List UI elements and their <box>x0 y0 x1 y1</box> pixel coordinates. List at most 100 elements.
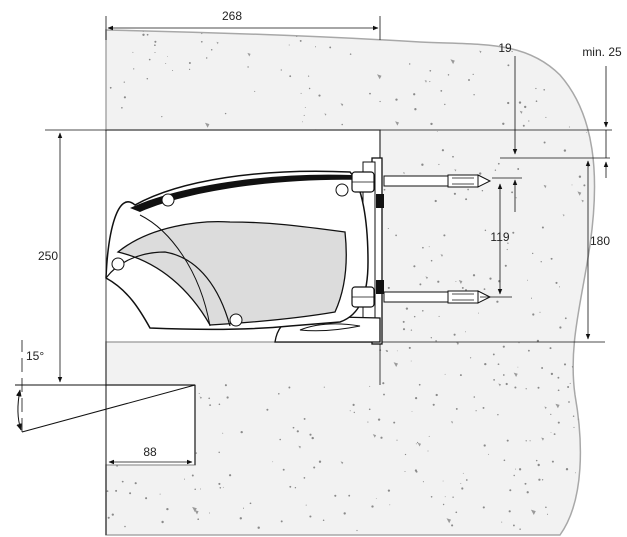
concrete-speck <box>322 519 325 522</box>
concrete-aggregate <box>372 434 377 438</box>
concrete-speck <box>517 168 520 170</box>
concrete-speck <box>559 286 560 288</box>
concrete-speck <box>209 404 212 407</box>
concrete-speck <box>329 46 332 49</box>
concrete-speck <box>519 528 521 530</box>
concrete-speck <box>353 411 355 414</box>
concrete-speck <box>128 399 131 402</box>
concrete-speck <box>586 132 587 133</box>
concrete-speck <box>377 418 381 421</box>
concrete-speck <box>484 229 487 232</box>
concrete-speck <box>557 421 560 424</box>
concrete-speck <box>593 140 595 143</box>
concrete-speck <box>506 248 508 251</box>
concrete-speck <box>289 75 292 78</box>
concrete-speck <box>515 197 517 199</box>
concrete-speck <box>569 382 571 384</box>
concrete-speck <box>553 433 556 436</box>
concrete-speck <box>527 279 529 281</box>
concrete-speck <box>422 310 424 312</box>
concrete-speck <box>414 396 418 400</box>
concrete-speck <box>411 411 413 413</box>
concrete-speck <box>404 453 407 456</box>
concrete-aggregate <box>519 110 523 114</box>
concrete-speck <box>430 337 432 339</box>
concrete-speck <box>222 486 224 488</box>
concrete-speck <box>583 184 586 187</box>
concrete-speck <box>572 415 575 418</box>
concrete-speck <box>563 363 567 366</box>
concrete-speck <box>257 526 260 529</box>
concrete-speck <box>184 455 187 458</box>
concrete-speck <box>508 510 511 513</box>
concrete-speck <box>535 87 537 90</box>
concrete-speck <box>584 63 588 66</box>
concrete-speck <box>465 479 468 481</box>
concrete-speck <box>479 172 482 175</box>
concrete-aggregate <box>377 74 382 80</box>
dimension-label-268: 268 <box>222 9 242 23</box>
concrete-speck <box>242 507 245 509</box>
concrete-speck <box>504 264 507 267</box>
concrete-speck <box>414 108 417 111</box>
concrete-speck <box>469 357 472 359</box>
concrete-speck <box>174 413 176 415</box>
concrete-speck <box>396 35 398 37</box>
concrete-speck <box>455 281 457 283</box>
dimension-88: 88 <box>108 445 193 465</box>
concrete-texture <box>106 30 595 532</box>
concrete-speck <box>568 401 570 403</box>
concrete-aggregate <box>395 121 399 126</box>
concrete-speck <box>532 313 535 316</box>
concrete-speck <box>132 410 134 412</box>
concrete-speck <box>123 81 125 83</box>
concrete-speck <box>352 403 355 406</box>
concrete-speck <box>224 112 227 115</box>
concrete-speck <box>430 495 433 498</box>
concrete-speck <box>383 188 386 191</box>
concrete-speck <box>580 378 583 380</box>
concrete-speck <box>375 497 377 499</box>
concrete-speck <box>518 101 522 104</box>
concrete-speck <box>254 90 256 92</box>
concrete-speck <box>380 436 383 439</box>
concrete-speck <box>522 124 525 127</box>
concrete-speck <box>505 382 508 386</box>
concrete-speck <box>592 125 594 128</box>
concrete-speck <box>436 131 438 132</box>
dimension-119: 119 <box>480 183 512 298</box>
concrete-speck <box>428 246 430 248</box>
concrete-speck <box>435 393 438 397</box>
concrete-speck <box>574 472 576 474</box>
concrete-speck <box>483 444 486 447</box>
concrete-speck <box>289 485 292 488</box>
concrete-speck <box>205 57 208 59</box>
concrete-speck <box>535 459 538 462</box>
concrete-speck <box>386 350 388 352</box>
concrete-aggregate <box>544 406 547 410</box>
dimension-label-119: 119 <box>490 230 509 244</box>
concrete-speck <box>379 100 381 103</box>
concrete-speck <box>405 307 409 310</box>
concrete-speck <box>432 403 435 406</box>
concrete-speck <box>477 312 479 314</box>
concrete-aggregate <box>425 276 428 280</box>
concrete-speck <box>550 372 554 376</box>
dimension-label-88: 88 <box>143 445 157 459</box>
concrete-speck <box>219 487 222 489</box>
concrete-speck <box>434 199 437 203</box>
concrete-speck <box>525 388 527 390</box>
concrete-speck <box>349 410 351 412</box>
concrete-speck <box>282 468 285 471</box>
concrete-speck <box>472 274 476 277</box>
dimension-268: 268 <box>105 9 381 40</box>
unit-housing <box>105 170 369 331</box>
concrete-speck <box>555 281 558 284</box>
concrete-speck <box>413 315 416 318</box>
concrete-speck <box>129 492 132 495</box>
concrete-aggregate <box>402 172 405 175</box>
concrete-speck <box>511 50 513 53</box>
concrete-aggregate <box>417 442 421 447</box>
concrete-speck <box>418 383 421 386</box>
concrete-speck <box>501 521 503 523</box>
